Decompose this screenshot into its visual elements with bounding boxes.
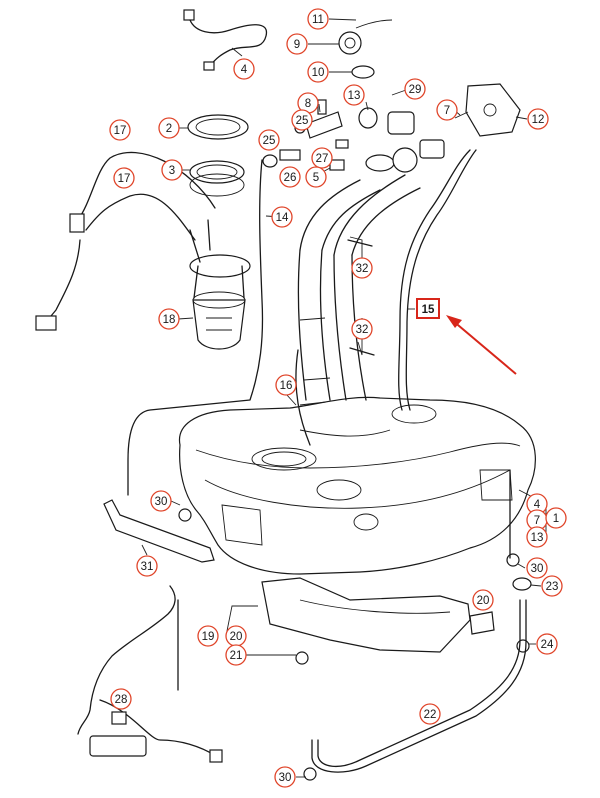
- callout-17-top: 17: [109, 119, 131, 141]
- callout-14: 14: [271, 206, 293, 228]
- svg-text:32: 32: [356, 263, 369, 275]
- wiring-harness-lower: [77, 585, 223, 763]
- svg-text:2: 2: [166, 123, 172, 135]
- svg-text:9: 9: [294, 39, 300, 51]
- callout-30-right: 30: [526, 557, 548, 579]
- red-arrow: [446, 315, 517, 375]
- svg-text:30: 30: [531, 563, 544, 575]
- svg-text:24: 24: [541, 639, 554, 651]
- callout-30-left: 30: [150, 490, 172, 512]
- callout-29: 29: [404, 78, 426, 100]
- callout-2: 2: [158, 117, 180, 139]
- svg-text:3: 3: [169, 165, 175, 177]
- svg-text:27: 27: [316, 153, 329, 165]
- svg-text:25: 25: [263, 135, 276, 147]
- callout-26: 26: [279, 166, 301, 188]
- callout-25-left: 25: [258, 129, 280, 151]
- svg-text:4: 4: [241, 64, 248, 76]
- callout-18: 18: [158, 308, 180, 330]
- fuel-lines: [35, 151, 216, 331]
- svg-text:11: 11: [312, 14, 324, 26]
- svg-text:13: 13: [348, 90, 361, 102]
- callout-13-top: 13: [343, 84, 365, 106]
- callout-20-left: 20: [225, 625, 247, 647]
- callout-22: 22: [419, 703, 441, 725]
- callout-21: 21: [225, 644, 247, 666]
- svg-text:4: 4: [534, 499, 541, 511]
- svg-text:13: 13: [531, 532, 544, 544]
- svg-text:8: 8: [305, 98, 311, 110]
- svg-text:26: 26: [284, 172, 297, 184]
- svg-text:18: 18: [163, 314, 176, 326]
- callout-9: 9: [286, 33, 308, 55]
- callout-31: 31: [136, 555, 158, 577]
- callout-24: 24: [536, 633, 558, 655]
- svg-text:28: 28: [115, 694, 128, 706]
- callout-1: 1: [545, 507, 567, 529]
- mounting-bracket: [454, 83, 521, 137]
- svg-text:22: 22: [424, 709, 437, 721]
- callout-13-right: 13: [526, 526, 548, 548]
- svg-text:19: 19: [202, 631, 215, 643]
- svg-text:17: 17: [118, 173, 131, 185]
- svg-text:32: 32: [356, 324, 369, 336]
- filler-cap-assembly: [338, 19, 393, 79]
- callout-19: 19: [197, 625, 219, 647]
- svg-text:25: 25: [296, 115, 309, 127]
- svg-text:7: 7: [534, 515, 540, 527]
- svg-text:15: 15: [422, 304, 435, 316]
- callout-28: 28: [110, 688, 132, 710]
- fuel-tank: [178, 396, 536, 575]
- svg-text:20: 20: [477, 595, 490, 607]
- svg-text:23: 23: [546, 581, 559, 593]
- fuel-pump-module: [189, 219, 251, 350]
- callout-23: 23: [541, 575, 563, 597]
- callout-5: 5: [305, 166, 327, 188]
- fuel-line-lower: [303, 599, 527, 781]
- svg-text:20: 20: [230, 631, 243, 643]
- svg-text:14: 14: [276, 212, 289, 224]
- callout-17-mid: 17: [113, 167, 135, 189]
- callout-3: 3: [161, 159, 183, 181]
- callout-10: 10: [307, 61, 329, 83]
- callout-27: 27: [311, 147, 333, 169]
- callout-11: 11: [307, 8, 329, 30]
- svg-text:7: 7: [444, 105, 450, 117]
- svg-text:31: 31: [141, 561, 154, 573]
- tank-strap: [103, 499, 215, 563]
- svg-text:1: 1: [553, 513, 559, 525]
- svg-text:21: 21: [230, 650, 243, 662]
- callout-4-top: 4: [233, 58, 255, 80]
- svg-text:17: 17: [114, 125, 127, 137]
- svg-text:12: 12: [532, 114, 545, 126]
- wiring-harness-top: [183, 9, 267, 71]
- callout-15-highlighted: 15: [416, 298, 440, 319]
- svg-text:10: 10: [312, 67, 325, 79]
- svg-text:5: 5: [313, 172, 319, 184]
- callout-12: 12: [527, 108, 549, 130]
- callout-32-top: 32: [351, 257, 373, 279]
- callout-30-bottom: 30: [274, 766, 296, 788]
- svg-text:30: 30: [279, 772, 292, 784]
- callout-32-mid: 32: [351, 318, 373, 340]
- connectors-top: [262, 99, 378, 171]
- svg-text:30: 30: [155, 496, 168, 508]
- callout-7-top: 7: [436, 99, 458, 121]
- right-fasteners: [506, 469, 532, 653]
- svg-text:29: 29: [409, 84, 422, 96]
- callout-20-right: 20: [472, 589, 494, 611]
- vent-line: [398, 149, 477, 411]
- lock-ring-and-seal: [187, 114, 249, 197]
- svg-text:16: 16: [280, 380, 293, 392]
- callout-25-top: 25: [291, 109, 313, 131]
- heat-shield: [261, 577, 495, 665]
- filler-neck: [297, 111, 445, 401]
- callout-16: 16: [275, 374, 297, 396]
- breather-lines: [127, 159, 327, 496]
